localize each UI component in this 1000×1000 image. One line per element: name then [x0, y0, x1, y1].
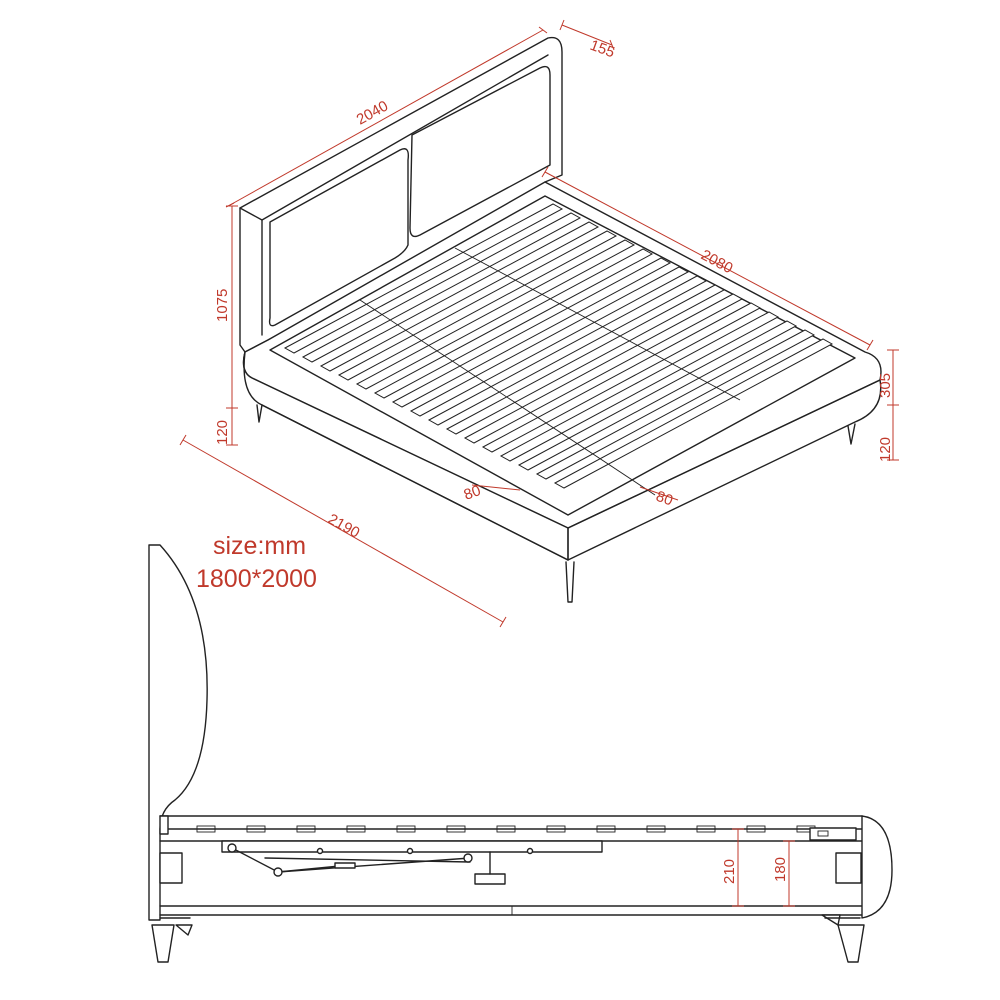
center-beam-1 — [359, 299, 656, 496]
iso-dimensions — [179, 19, 899, 628]
headboard-panel-right — [409, 65, 551, 238]
dim-overall-length: 2190 — [325, 511, 362, 542]
bracket-left — [159, 852, 183, 884]
bracket-right — [835, 852, 862, 884]
slats — [283, 203, 834, 489]
center-beam-2 — [454, 247, 741, 401]
side-elevation-view — [148, 544, 893, 963]
dim-side-frame-height: 210 — [721, 859, 738, 884]
leg-3 — [847, 423, 856, 445]
dim-side-inner-height: 180 — [772, 857, 789, 882]
dim-leg-height-right: 120 — [877, 437, 894, 462]
lift-arm-3 — [277, 865, 341, 873]
size-label: size:mm — [213, 532, 306, 560]
headboard-panel-left — [268, 148, 410, 327]
dim-leg-height-left: 120 — [214, 420, 231, 445]
side-leg-right — [837, 924, 865, 963]
lift-bar — [221, 840, 603, 853]
isometric-bed-view: 2040 155 1075 120 2190 2080 305 120 80 8… — [179, 19, 899, 628]
lift-arm-2 — [264, 857, 471, 863]
side-leg-left-back — [175, 924, 193, 936]
side-leg-left — [151, 924, 175, 963]
dim-slat-gap-left: 80 — [462, 482, 483, 504]
side-leg-right-back — [821, 914, 841, 926]
dim-slat-gap-right: 80 — [654, 488, 675, 510]
size-value: 1800*2000 — [196, 565, 317, 593]
side-footboard — [861, 815, 893, 919]
dim-headboard-thickness: 155 — [588, 37, 617, 62]
frame-inner-rail — [269, 195, 856, 516]
side-rail-bottom — [261, 379, 882, 561]
dim-headboard-height: 1075 — [214, 289, 231, 322]
leg-2 — [565, 561, 575, 603]
foot-rail-edge — [567, 379, 881, 529]
dim-headboard-width: 2040 — [354, 97, 391, 128]
dim-side-rail-height: 305 — [877, 373, 894, 398]
bracket-top-right — [809, 827, 857, 841]
leg-1 — [256, 404, 263, 423]
side-slat-notches — [196, 825, 816, 833]
